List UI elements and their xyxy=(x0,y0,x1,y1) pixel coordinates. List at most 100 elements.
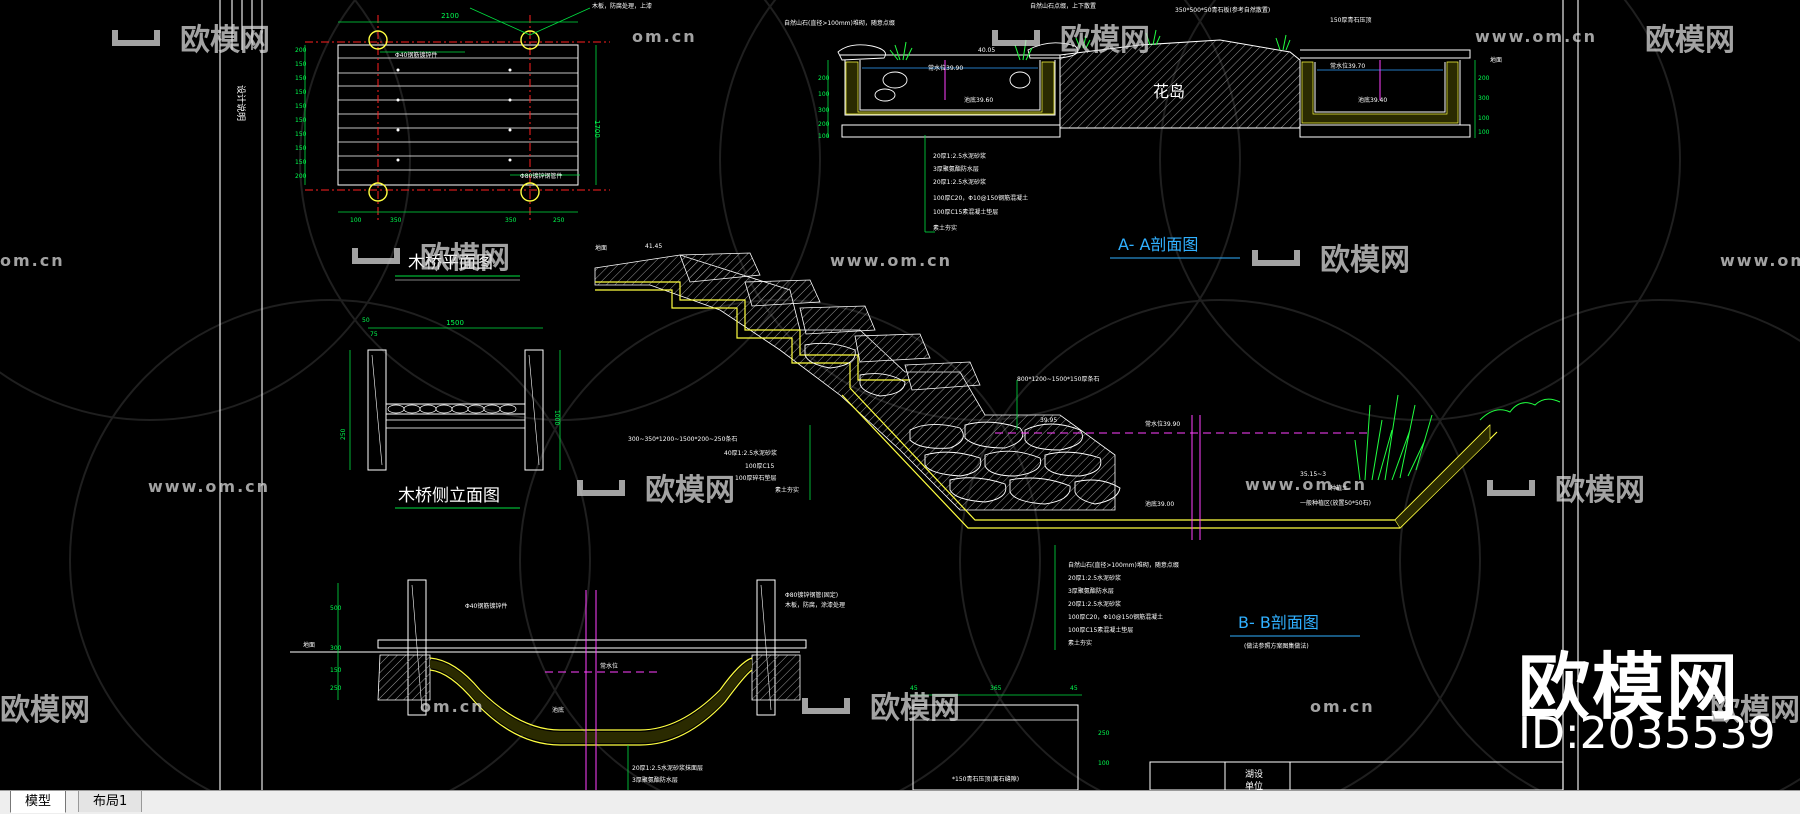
drawing-annotation: www.om.cn xyxy=(1475,27,1597,46)
drawing-annotation: 3厚聚氨酯防水层 xyxy=(632,776,678,784)
drawing-annotation: www.om.cn xyxy=(830,251,952,270)
svg-text:100: 100 xyxy=(1098,760,1110,767)
svg-text:150: 150 xyxy=(295,159,307,166)
svg-text:250: 250 xyxy=(340,428,347,440)
drawing-annotation: 40厚1:2.5水泥砂浆 xyxy=(724,449,777,457)
svg-text:150: 150 xyxy=(295,89,307,96)
bridge-elevation: 1500 50 75 1000 250 木桥侧立面图 xyxy=(340,317,561,509)
drawing-annotation: 100厚C15素混凝土垫层 xyxy=(1068,626,1133,634)
drawing-annotation: 100厚碎石垫层 xyxy=(735,474,776,482)
svg-text:100: 100 xyxy=(350,217,362,224)
svg-text:100: 100 xyxy=(1478,115,1490,122)
bridge-elevation-title: 木桥侧立面图 xyxy=(398,486,500,506)
svg-text:150: 150 xyxy=(295,75,307,82)
section-aa-title: A- A剖面图 xyxy=(1118,235,1198,254)
drawing-annotation: 800*1200~1500*150厚条石 xyxy=(1017,375,1099,383)
drawing-annotation: 单位 xyxy=(1245,780,1263,790)
svg-text:150: 150 xyxy=(295,61,307,68)
drawing-annotation: 20厚1:2.5水泥砂浆 xyxy=(933,152,986,160)
svg-text:300: 300 xyxy=(330,645,342,652)
bridge-plan-title: 木桥平面图 xyxy=(408,253,493,273)
drawing-annotation: 常水位 xyxy=(600,662,618,670)
svg-text:100: 100 xyxy=(818,133,830,140)
section-aa-layer-notes: 20厚1:2.5水泥砂浆 3厚聚氨酯防水层 20厚1:2.5水泥砂浆 100厚C… xyxy=(933,152,1028,232)
svg-text:365: 365 xyxy=(990,685,1002,692)
drawing-annotation: 35.15~3 xyxy=(1300,471,1326,478)
stone-mass xyxy=(804,342,1121,505)
drawing-annotation: 池底39.40 xyxy=(1358,96,1387,104)
drawing-annotation: 300~350*1200~1500*200~250条石 xyxy=(628,435,737,443)
drawing-annotation: 素土夯实 xyxy=(933,224,957,232)
watermark-brand-text: 欧模网 欧模网 欧模网 欧模网 欧模网 欧模网 欧模网 欧模网 欧模网 欧模网 xyxy=(0,23,1800,728)
drawing-annotation: 3厚聚氨酯防水层 xyxy=(1068,587,1114,595)
svg-text:100: 100 xyxy=(818,91,830,98)
drawing-annotation: 欧模网 xyxy=(645,473,735,508)
drawing-annotation: *150青石压顶(离石缝隙) xyxy=(952,775,1019,783)
drawing-annotation: www.om.cn xyxy=(1720,251,1800,270)
svg-text:1500: 1500 xyxy=(446,319,464,327)
svg-text:45: 45 xyxy=(910,685,918,692)
drawing-annotation: 池底39.60 xyxy=(964,96,993,104)
drawing-annotation: 欧模网 xyxy=(180,23,270,58)
drawing-annotation: 一般种植区(放置50*50石) xyxy=(1300,499,1371,507)
watermark-id: ID:2035539 xyxy=(1518,708,1776,759)
drawing-annotation: 常水位39.90 xyxy=(1145,420,1180,428)
section-bb-title: B- B剖面图 xyxy=(1238,613,1319,632)
drawing-annotation: 欧模网 xyxy=(1710,693,1800,728)
drawing-annotation: 20厚1:2.5水泥砂浆 xyxy=(933,178,986,186)
svg-text:200: 200 xyxy=(818,75,830,82)
drawing-annotation: om.cn xyxy=(420,697,485,716)
drawing-annotation: 欧模网 xyxy=(1555,473,1645,508)
island-label: 花岛 xyxy=(1153,82,1185,101)
drawing-annotation: 150厚青石压顶 xyxy=(1330,16,1371,24)
drawing-annotation: 欧模网 xyxy=(1060,23,1150,58)
svg-text:75: 75 xyxy=(370,331,378,338)
tab-layout1[interactable]: 布局1 xyxy=(78,791,143,812)
drawing-annotation: 20厚1:2.5水泥砂浆 xyxy=(1068,574,1121,582)
drawing-annotation: 欧模网 xyxy=(1320,243,1410,278)
drawing-annotation: Φ40钢筋镀锌件 xyxy=(395,51,437,59)
svg-text:2100: 2100 xyxy=(441,12,459,20)
drawing-annotation: 20厚1:2.5水泥砂浆 xyxy=(1068,600,1121,608)
tab-model[interactable]: 模型 xyxy=(10,791,67,813)
section-bb: 地面 41.45 800*1200~1500*150厚条石 300~350*12… xyxy=(594,243,1561,650)
layout-tab-bar: 模型 布局1 xyxy=(0,790,1800,814)
svg-text:500: 500 xyxy=(330,605,342,612)
watermark-logo-icons xyxy=(112,30,1535,714)
drawing-annotation: 地面 xyxy=(1490,56,1502,64)
drawing-annotation: 木板，防腐处理，上漆 xyxy=(592,2,652,10)
drawing-annotation: om.cn xyxy=(632,27,697,46)
drawing-annotation: 常水位39.90 xyxy=(928,64,963,72)
svg-text:100: 100 xyxy=(1478,129,1490,136)
svg-text:1000: 1000 xyxy=(553,410,560,425)
section-bb-layer-notes: 自然山石(直径>100mm)堆砌，随意点缀 20厚1:2.5水泥砂浆 3厚聚氨酯… xyxy=(1068,561,1179,647)
drawing-annotation: 欧模网 xyxy=(870,691,960,726)
svg-text:150: 150 xyxy=(295,145,307,152)
drawing-annotation: (做法参照方案图集做法) xyxy=(1244,642,1309,650)
svg-text:300: 300 xyxy=(818,107,830,114)
drawing-annotation: www.om.cn xyxy=(148,477,270,496)
section-aa: 花岛 自然山石(直径>100mm)堆砌，随意点缀 自然山石点缀，上下散置 350… xyxy=(784,2,1502,259)
drawing-annotation: 湖设 xyxy=(1245,769,1263,780)
svg-text:150: 150 xyxy=(295,103,307,110)
watermark-url-text: www.om.cn om.cn om.cn www.om.cn www.om.c… xyxy=(0,27,1800,716)
drawing-annotation: 自然山石(直径>100mm)堆砌，随意点缀 xyxy=(1068,561,1179,569)
drawing-annotation: www.om.cn xyxy=(1245,475,1367,494)
drawing-annotation: 欧模网 xyxy=(1645,23,1735,58)
drawing-annotation: 池底 xyxy=(552,706,564,714)
svg-text:350: 350 xyxy=(505,217,517,224)
svg-text:1700: 1700 xyxy=(593,120,601,138)
drawing-annotation: 20厚1:2.5水泥砂浆抹面层 xyxy=(632,764,703,772)
drawing-annotation: 欧模网 xyxy=(420,241,510,276)
svg-text:250: 250 xyxy=(553,217,565,224)
svg-text:250: 250 xyxy=(330,685,342,692)
drawing-annotation: Φ80镀锌钢管(固定) xyxy=(785,591,838,599)
drawing-annotation: 100厚C20，Φ10@150钢筋混凝土 xyxy=(933,194,1028,202)
drawing-annotation: 常水位39.70 xyxy=(1330,62,1365,70)
drawing-annotation: 素土夯实 xyxy=(1068,639,1092,647)
drawing-annotation: om.cn xyxy=(1310,697,1375,716)
watermark-brand-large: 欧模网 xyxy=(1518,645,1741,729)
